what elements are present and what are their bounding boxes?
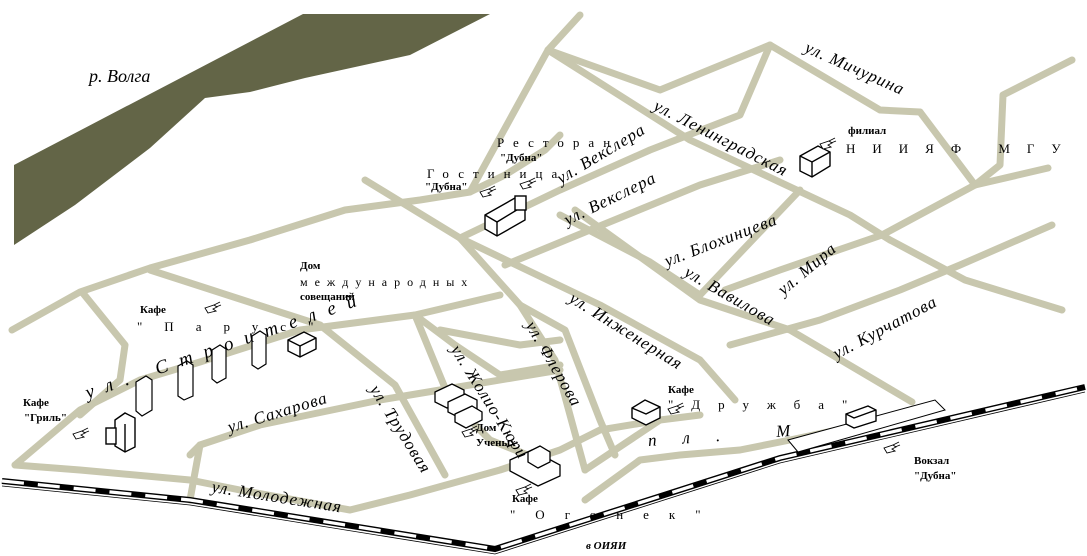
road-north-spur — [466, 46, 552, 196]
poi-cafe-druzhba-line2: "Дружба" — [668, 397, 866, 412]
poi-niiyaf-line2: НИИЯФ МГУ — [846, 141, 1078, 156]
road-mid-3 — [146, 266, 324, 329]
building-hotel — [484, 195, 527, 237]
poi-dom-mezh-line2: международных — [300, 275, 475, 289]
poi-hotel-title: Гостиница — [427, 166, 567, 181]
river-volga — [14, 14, 490, 245]
road-upper-diag — [544, 46, 1066, 314]
railway-edge — [1, 391, 1086, 555]
road-molodezhnaya — [11, 411, 704, 514]
road-inzhenernaya — [361, 176, 739, 404]
pointing-hand-icon — [883, 441, 901, 454]
poi-dom-mezh-line1: Дом — [300, 260, 321, 272]
station-platform — [787, 399, 946, 453]
poi-dom-mezh-line3: совещаний — [300, 291, 355, 303]
road-south-link — [581, 416, 664, 474]
road-zholio — [456, 234, 589, 474]
pointing-hand-icon — [72, 427, 90, 440]
road-mid-2 — [436, 326, 564, 349]
poi-dom-uchenyh-line1: Дом — [476, 422, 497, 434]
poi-cafe-parus-line1: Кафе — [140, 304, 166, 316]
poi-restaurant-name: "Дубна" — [500, 152, 543, 164]
poi-cafe-parus-line2: "Парус" — [137, 319, 336, 334]
poi-cafe-ogonek-line1: Кафе — [512, 493, 538, 505]
building-ogonek — [509, 445, 561, 487]
road-west-diag — [76, 288, 129, 419]
building-dom-uchenyh — [434, 383, 483, 429]
poi-cafe-druzhba-line1: Кафе — [668, 384, 694, 396]
poi-station-line1: Вокзал — [914, 455, 950, 467]
poi-niiyaf-line1: филиал — [848, 125, 887, 137]
poi-restaurant-title: Ресторан — [497, 135, 620, 150]
railway-dashes — [1, 385, 1086, 551]
poi-cafe-gril-line2: "Гриль" — [24, 412, 67, 424]
building-station — [845, 405, 877, 429]
poi-cafe-ogonek-line2: "Огонек" — [510, 507, 721, 522]
building-gril — [105, 412, 136, 453]
river-label: р. Волга — [89, 66, 151, 86]
direction-label-oiyan: в ОИЯИ — [586, 540, 627, 552]
road-trudovaya — [316, 321, 449, 479]
building-niiyaf — [799, 145, 831, 178]
road-vavilova — [571, 206, 916, 406]
road-shore — [8, 131, 564, 334]
pointing-hand-icon — [819, 137, 837, 150]
tower-buildings — [135, 330, 267, 417]
poi-cafe-gril-line1: Кафе — [23, 397, 49, 409]
road-west-north — [186, 441, 204, 504]
poi-dom-uchenyh-line2: Ученых — [476, 437, 516, 449]
building-dom-mezh — [287, 331, 317, 358]
road-east-3 — [971, 164, 1052, 189]
pointing-hand-icon — [204, 301, 222, 314]
road-east-ring — [916, 56, 1076, 189]
poi-hotel-name: "Дубна" — [425, 181, 468, 193]
road-east-1 — [721, 181, 979, 294]
road-veksplera — [501, 156, 784, 269]
road-mid-1 — [411, 311, 564, 379]
road-flerova — [516, 301, 619, 459]
building-druzhba — [631, 399, 661, 426]
road-michurina — [544, 11, 924, 116]
poi-station-line2: "Дубна" — [914, 470, 957, 482]
